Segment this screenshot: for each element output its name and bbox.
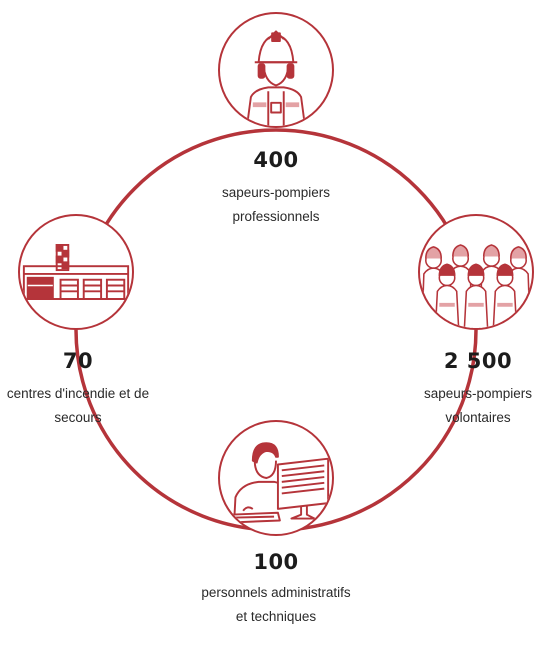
administrative-staff-computer-icon — [218, 420, 334, 536]
professional-firefighters-count: 400 — [253, 148, 299, 172]
fire-stations-label-line1: centres d'incendie et de — [6, 386, 150, 401]
volunteer-firefighters-label-line2: volontaires — [445, 410, 511, 425]
volunteer-firefighters-group-icon — [418, 214, 534, 330]
admin-staff-label-line2: et techniques — [235, 609, 317, 624]
admin-staff-label-line1: personnels administratifs — [201, 585, 351, 600]
volunteer-firefighters-label-line1: sapeurs-pompiers — [423, 386, 533, 401]
admin-staff-count: 100 — [253, 550, 299, 574]
fire-station-building-icon — [18, 214, 134, 330]
professional-firefighters-label-line1: sapeurs-pompiers — [221, 185, 331, 200]
fire-stations-label-line2: secours — [54, 410, 102, 425]
fire-stations-count: 70 — [62, 349, 94, 373]
professional-firefighter-icon — [218, 12, 334, 128]
volunteer-firefighters-count: 2 500 — [443, 349, 513, 373]
professional-firefighters-label-line2: professionnels — [232, 209, 320, 224]
